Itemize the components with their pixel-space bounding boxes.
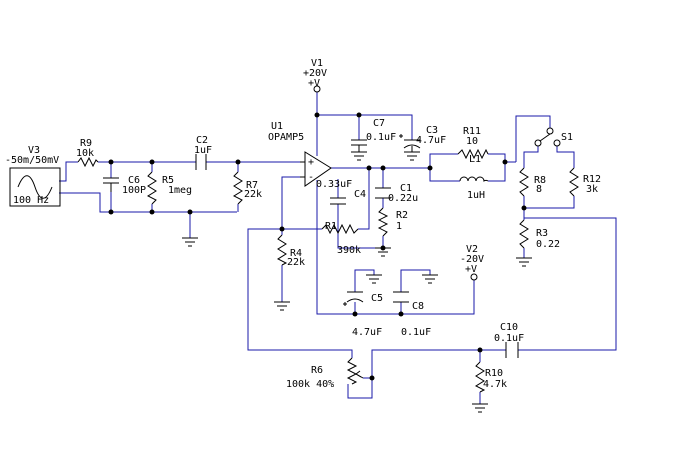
v3-value-label: -50m/50mV — [5, 155, 59, 166]
c2-value-label: 1uF — [194, 145, 212, 156]
v1-value-label: +20V — [303, 68, 327, 79]
ground-c5-icon — [366, 274, 382, 284]
ground-r2-icon — [375, 247, 391, 257]
ground-input-icon — [182, 237, 198, 247]
c5-value-label: 4.7uF — [352, 327, 382, 338]
c4-value-label: 0.33uF — [316, 179, 352, 190]
c10-capacitor[interactable] — [505, 342, 519, 358]
u1-name-label: U1 — [271, 121, 283, 132]
r9-name-label: R9 — [80, 138, 92, 149]
c7-value-label: 0.1uF — [366, 132, 396, 143]
r11-value-label: 10 — [466, 136, 478, 147]
c5-capacitor[interactable] — [343, 291, 364, 306]
r3-value-label: 0.22 — [536, 239, 560, 250]
l1-value-label: 1uH — [467, 190, 485, 201]
r9-resistor[interactable] — [77, 156, 99, 168]
c10-value-label: 0.1uF — [494, 333, 524, 344]
r4-value-label: 22k — [287, 257, 305, 268]
r10-name-label: R10 — [485, 368, 503, 379]
r2-name-label: R2 — [396, 210, 408, 221]
c1-name-label: C1 — [400, 183, 412, 194]
c5-name-label: C5 — [371, 293, 383, 304]
v1-pin-label: +V — [308, 78, 320, 89]
r5-value-label: 1meg — [168, 185, 192, 196]
r1-name-label: R1 — [325, 221, 337, 232]
r7-resistor[interactable] — [232, 171, 243, 205]
r6-potentiometer[interactable] — [346, 357, 364, 385]
v3-name-label: V3 — [28, 145, 40, 156]
v3-freq-label: 100 Hz — [13, 195, 49, 206]
labels: V3 -50m/50mV 100 Hz R9 10k C6 100P R5 1m… — [5, 58, 601, 390]
c4-name-label: C4 — [354, 189, 366, 200]
c2-name-label: C2 — [196, 135, 208, 146]
c7-name-label: C7 — [373, 118, 385, 129]
ground-r10-icon — [472, 403, 488, 413]
r12-resistor[interactable] — [569, 167, 579, 197]
v2-name-label: V2 — [466, 244, 478, 255]
wires — [59, 92, 617, 404]
opamp-minus-pin: - — [308, 172, 314, 183]
ground-c8-icon — [422, 274, 438, 284]
r5-name-label: R5 — [162, 175, 174, 186]
r8-resistor[interactable] — [519, 167, 529, 197]
c6-name-label: C6 — [128, 175, 140, 186]
v3-source-symbol[interactable] — [9, 167, 61, 207]
r7-name-label: R7 — [246, 180, 258, 191]
c2-capacitor[interactable] — [195, 154, 207, 170]
r12-name-label: R12 — [583, 174, 601, 185]
u1-opamp[interactable]: + - — [300, 151, 332, 187]
r1-value-label: 390k — [337, 245, 361, 256]
r3-name-label: R3 — [536, 228, 548, 239]
r6-name-label: R6 — [311, 365, 323, 376]
c3-capacitor[interactable] — [399, 134, 421, 161]
c6-capacitor[interactable] — [103, 177, 119, 192]
opamp-plus-pin: + — [308, 157, 314, 168]
c4-capacitor[interactable] — [330, 197, 346, 205]
r8-name-label: R8 — [534, 175, 546, 186]
v2-value-label: -20V — [460, 254, 484, 265]
r12-value-label: 3k — [586, 184, 598, 195]
s1-name-label: S1 — [561, 132, 573, 143]
l1-inductor[interactable] — [459, 176, 489, 182]
u1-value-label: OPAMP5 — [268, 132, 304, 143]
c3-name-label: C3 — [426, 125, 438, 136]
c1-value-label: 0.22u — [388, 193, 418, 204]
v2-terminal-icon[interactable] — [470, 273, 478, 281]
r7-value-label: 22k — [244, 189, 262, 200]
c8-name-label: C8 — [412, 301, 424, 312]
r1-resistor[interactable] — [321, 223, 359, 235]
l1-name-label: L1 — [469, 154, 481, 165]
ground-r3-icon — [516, 257, 532, 267]
c10-name-label: C10 — [500, 322, 518, 333]
r4-resistor[interactable] — [276, 234, 288, 266]
r6-value-label: 100k 40% — [286, 379, 334, 390]
r9-value-label: 10k — [76, 148, 94, 159]
c8-value-label: 0.1uF — [401, 327, 431, 338]
r5-resistor[interactable] — [146, 171, 157, 205]
r8-value-label: 8 — [536, 184, 542, 195]
r10-value-label: 4.7k — [483, 379, 507, 390]
r2-resistor[interactable] — [377, 207, 389, 237]
s1-switch[interactable] — [534, 127, 561, 147]
r11-name-label: R11 — [463, 126, 481, 137]
v1-name-label: V1 — [311, 58, 323, 69]
c1-capacitor[interactable] — [375, 187, 391, 199]
r3-resistor[interactable] — [519, 219, 529, 249]
r4-name-label: R4 — [290, 248, 302, 259]
ground-r4-icon — [274, 301, 290, 311]
c3-value-label: 4.7uF — [416, 135, 446, 146]
c8-capacitor[interactable] — [393, 291, 409, 303]
r10-resistor[interactable] — [474, 361, 486, 393]
junctions — [108, 112, 527, 381]
v2-pin-label: +V — [465, 264, 477, 275]
c6-value-label: 100P — [122, 185, 146, 196]
r11-resistor[interactable] — [457, 148, 489, 160]
v1-terminal-icon[interactable] — [313, 85, 321, 93]
r2-value-label: 1 — [396, 221, 402, 232]
c7-capacitor[interactable] — [351, 139, 367, 161]
